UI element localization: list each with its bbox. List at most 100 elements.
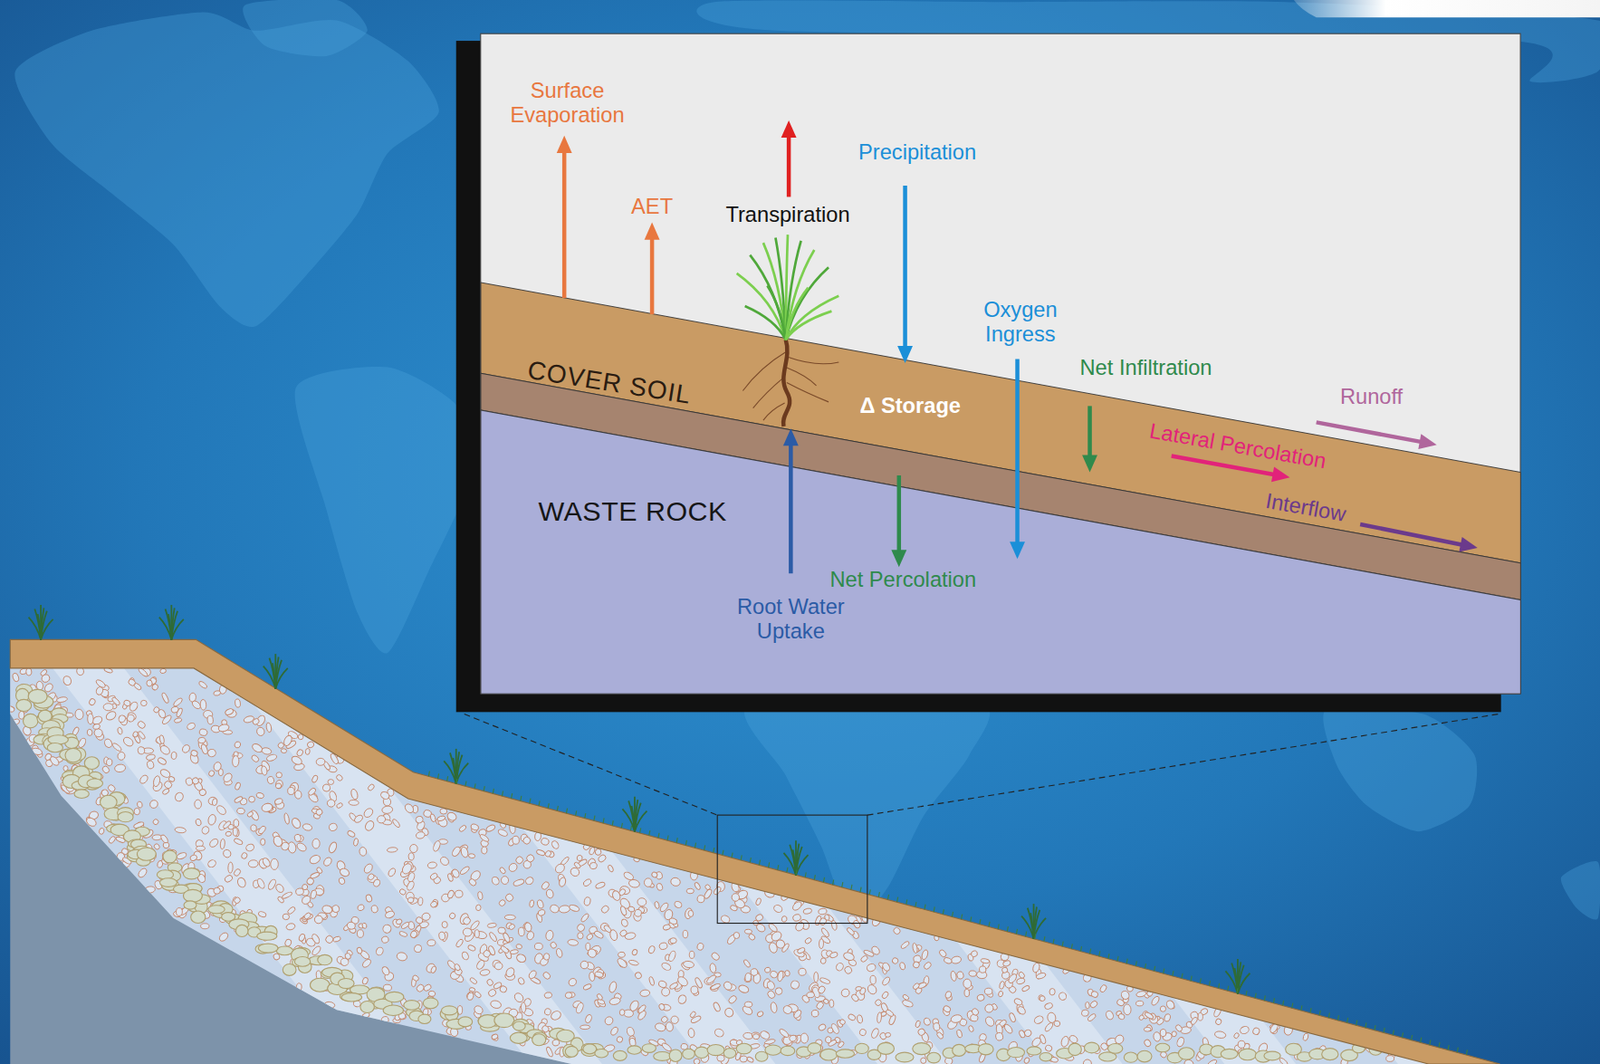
waste-dump-section (643, 878, 652, 888)
waste-dump-section (970, 949, 978, 958)
waste-dump-section (346, 829, 356, 838)
waste-dump-section (673, 900, 683, 910)
grass-tufts (1071, 943, 1073, 949)
waste-dump-section (653, 1022, 667, 1034)
grass-tufts (1319, 1010, 1321, 1016)
waste-dump-section (914, 1019, 921, 1028)
waste-dump-section (206, 747, 217, 758)
waste-dump-section (326, 798, 336, 807)
waste-dump-section (427, 939, 436, 947)
waste-dump-section (764, 966, 772, 974)
waste-dump-section (689, 950, 695, 959)
waste-dump-section (355, 947, 363, 955)
waste-dump-section (398, 888, 407, 897)
waste-dump-section (105, 757, 114, 767)
waste-dump-section (481, 948, 492, 959)
waste-dump-section (850, 993, 860, 1004)
waste-dump-section (573, 861, 582, 870)
waste-dump-section (382, 923, 393, 935)
waste-dump-section (267, 878, 278, 892)
waste-dump-section (789, 978, 801, 990)
grass-plant (775, 237, 786, 340)
waste-dump-section (311, 774, 319, 783)
waste-dump-section (429, 871, 439, 882)
waste-dump-section (582, 878, 593, 888)
waste-dump-section (528, 899, 535, 908)
waste-dump-section (608, 980, 619, 994)
waste-dump-section (364, 893, 373, 903)
grass-tufts (634, 799, 638, 832)
waste-dump-section (429, 900, 439, 909)
waste-dump-section (676, 975, 690, 988)
waste-dump-section (892, 926, 902, 936)
grass-plant (742, 352, 786, 392)
waste-dump-section (146, 680, 154, 687)
waste-dump-section (111, 741, 123, 753)
waste-dump-section (391, 817, 401, 828)
waste-dump-section (364, 819, 376, 833)
waste-dump-section (512, 991, 525, 1005)
waste-dump-section (901, 998, 914, 1008)
grass-tufts (630, 825, 632, 832)
grass-tufts (1283, 1000, 1284, 1006)
grass-plant (785, 367, 817, 386)
waste-dump-section (322, 855, 334, 868)
waste-dump-section (153, 843, 161, 851)
waste-dump-section (146, 759, 155, 769)
waste-dump-section (860, 954, 870, 963)
waste-dump-section (1302, 1032, 1309, 1042)
grass-plant (786, 382, 829, 402)
waste-dump-section (1035, 971, 1047, 980)
waste-dump-section (705, 973, 718, 985)
waste-dump-section (440, 1005, 458, 1016)
waste-dump-section (976, 993, 986, 1002)
waste-dump-section (361, 977, 369, 986)
waste-dump-section (944, 990, 952, 999)
waste-dump-section (854, 1043, 869, 1054)
waste-dump-section (74, 708, 84, 720)
grass-tufts (1356, 1020, 1358, 1026)
waste-dump-section (1120, 989, 1131, 1001)
waste-dump-section (997, 990, 1005, 998)
waste-dump-section (911, 942, 919, 954)
percolation-arrow (891, 475, 907, 567)
waste-dump-section (440, 808, 448, 815)
waste-dump-section (362, 806, 374, 820)
grass-tufts (833, 879, 834, 885)
aet-arrow (644, 222, 661, 315)
flux-label: Transpiration (725, 202, 850, 228)
grass-plant (785, 240, 802, 340)
waste-dump-section (583, 983, 593, 991)
waste-dump-section (749, 967, 758, 977)
waste-dump-section (287, 786, 295, 796)
waste-dump-section (486, 977, 495, 987)
interflow-arrow (1360, 524, 1478, 552)
waste-dump-section (574, 1001, 585, 1015)
waste-dump-section (235, 924, 249, 937)
waste-rock-zone-shape (480, 410, 1521, 694)
waste-dump-section (566, 977, 578, 988)
waste-rock-zone: WASTE ROCK (480, 410, 1521, 694)
waste-dump-section (400, 920, 411, 930)
waste-dump-section (127, 678, 137, 688)
waste-dump-section (285, 922, 296, 931)
waste-dump-section (441, 920, 449, 929)
waste-dump-section (697, 894, 706, 903)
grass-tufts (988, 921, 990, 928)
waste-dump-section (758, 1029, 771, 1041)
waste-dump-section (439, 855, 451, 868)
grass-tufts (1237, 961, 1241, 994)
waste-dump-section (565, 991, 573, 999)
waste-dump-section (805, 991, 815, 998)
waste-dump-section (275, 782, 282, 789)
waste-dump-section (984, 987, 993, 995)
waste-dump-section (792, 1008, 803, 1020)
transpiration-arrow (781, 120, 797, 197)
waste-dump-section (662, 923, 671, 931)
waste-dump-section (248, 795, 255, 803)
waste-dump-section (310, 944, 322, 957)
grass-tufts (1099, 950, 1101, 957)
grass-tufts (1264, 995, 1265, 1001)
grass-tufts (529, 798, 531, 805)
waste-dump-section (651, 871, 659, 879)
